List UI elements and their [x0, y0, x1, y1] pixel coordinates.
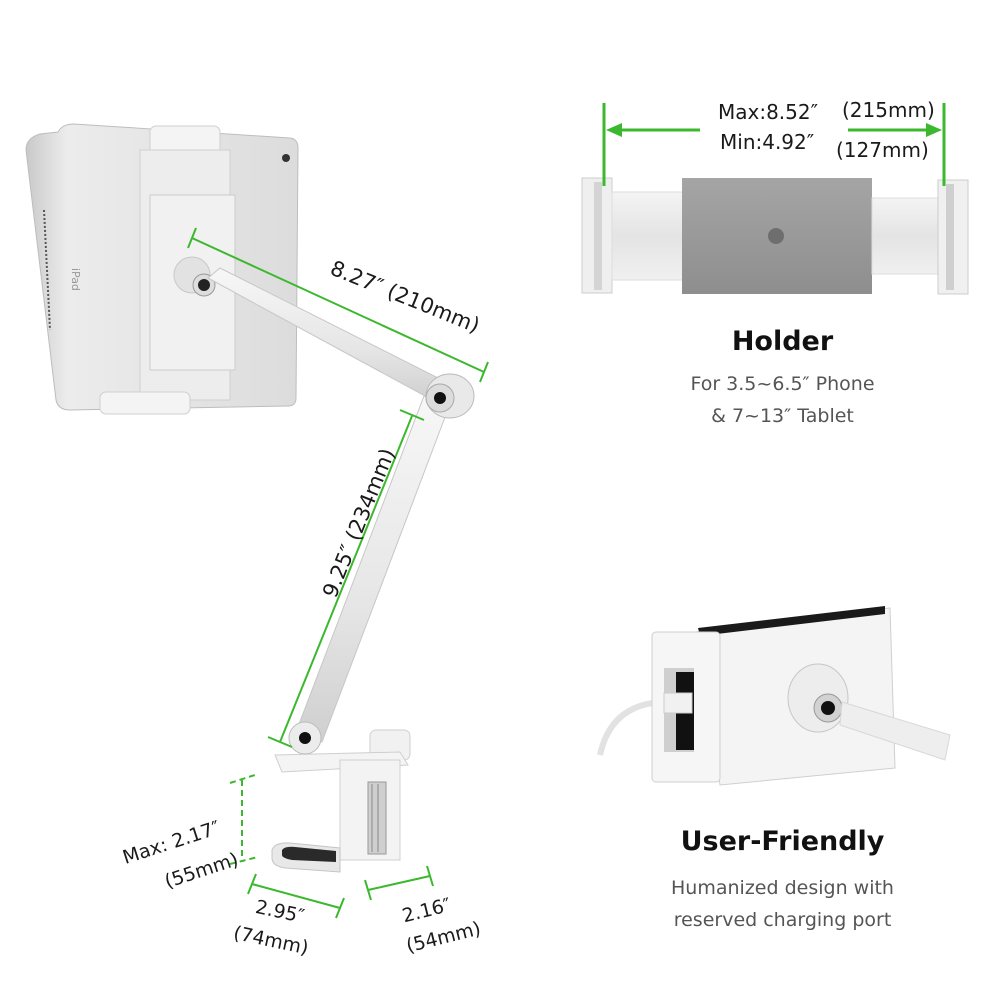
user-friendly-title: User-Friendly [680, 826, 885, 857]
camera-icon [282, 154, 290, 162]
desk-clamp [271, 721, 411, 873]
holder-max-label: Max:8.52″ [718, 100, 819, 124]
ball-joint-icon [198, 279, 210, 291]
rubber-pad [282, 846, 336, 862]
charging-port-illustration [597, 606, 951, 786]
holder-detail-illustration [581, 177, 969, 295]
user-friendly-subtitle-line2: reserved charging port [673, 909, 892, 931]
holder-subtitle-line1: For 3.5~6.5″ Phone [690, 373, 875, 395]
holder-range-arrow [602, 103, 946, 186]
lower-arm [295, 395, 451, 743]
holder-title: Holder [731, 326, 834, 357]
holder-subtitle-line2: & 7~13″ Tablet [711, 405, 854, 427]
holder-max-mm-label: (215mm) [842, 98, 935, 122]
dimension-lines [187, 227, 489, 919]
elbow-joint [425, 373, 475, 419]
tablet-holder [99, 125, 236, 415]
holder-min-mm-label: (127mm) [836, 138, 929, 162]
user-friendly-subtitle-line1: Humanized design with [671, 877, 894, 899]
holder-min-label: Min:4.92″ [720, 130, 815, 154]
tablet-brand-text: iPad [69, 268, 82, 291]
